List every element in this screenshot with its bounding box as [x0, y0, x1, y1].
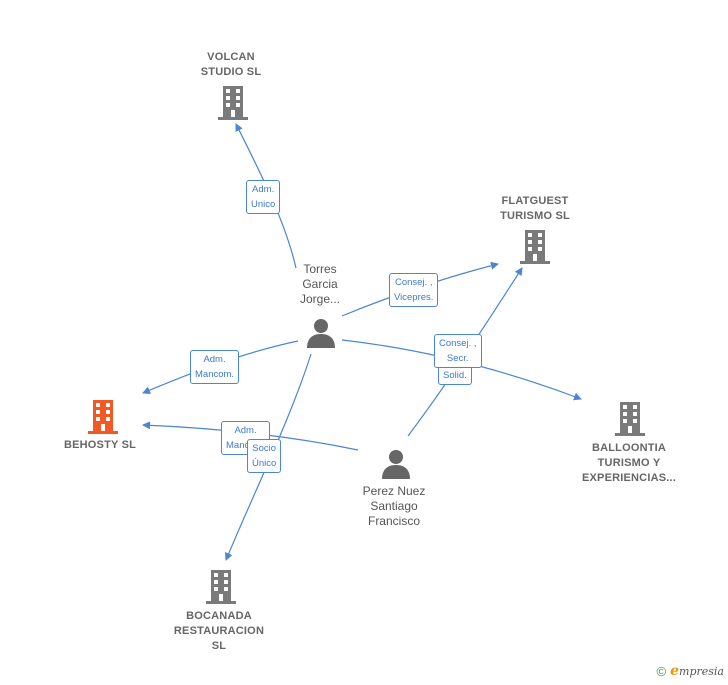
person-icon[interactable]: [306, 318, 336, 348]
building-icon[interactable]: [520, 230, 550, 264]
building-icon[interactable]: [206, 570, 236, 604]
person-label-perez[interactable]: Perez Nuez Santiago Francisco: [362, 484, 426, 528]
company-label-flatguest[interactable]: FLATGUEST TURISMO SL: [500, 195, 570, 222]
person-icon[interactable]: [381, 449, 411, 479]
brand-logo: empresia: [670, 663, 724, 679]
role-socio-unico[interactable]: Socio Único: [247, 439, 282, 473]
copyright-icon: ©: [656, 663, 667, 679]
role-consej-secr[interactable]: Consej. , Secr.: [434, 334, 482, 368]
role-adm-mancom-torres[interactable]: Adm. Mancom.: [190, 350, 240, 384]
building-icon[interactable]: [615, 402, 645, 436]
building-icon-focus[interactable]: [88, 400, 118, 434]
role-solid[interactable]: Solid.: [438, 366, 472, 385]
company-label-balloontia[interactable]: BALLOONTIA TURISMO Y EXPERIENCIAS...: [581, 442, 677, 484]
brand-footer[interactable]: © empresia: [657, 663, 724, 679]
role-consej-vicepres[interactable]: Consej. , Vicepres.: [389, 273, 439, 307]
building-icon[interactable]: [218, 86, 248, 120]
company-label-bocanada[interactable]: BOCANADA RESTAURACION SL: [173, 610, 265, 652]
role-adm-unico[interactable]: Adm. Unico: [246, 180, 281, 214]
company-label-volcan[interactable]: VOLCAN STUDIO SL: [200, 51, 262, 78]
person-label-torres[interactable]: Torres Garcia Jorge...: [299, 262, 341, 306]
company-label-behosty[interactable]: BEHOSTY SL: [63, 439, 137, 451]
